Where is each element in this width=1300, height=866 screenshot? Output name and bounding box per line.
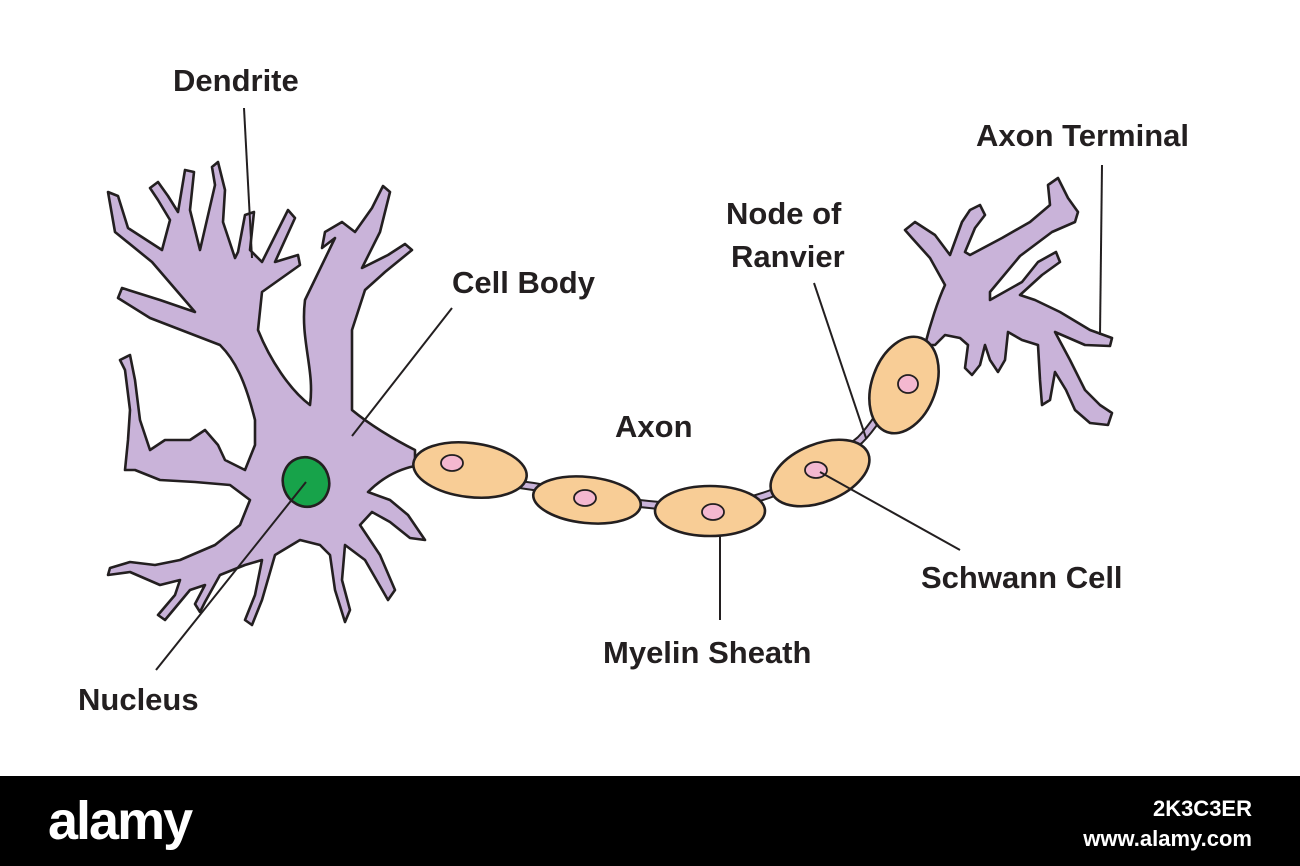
dendrite-leader-line [243,107,253,259]
node-of-ranvier-label-line1: Node of [726,196,842,231]
schwann-cell-leader-line [819,471,961,551]
axon-terminal-shape [903,176,1114,427]
image-reference: 2K3C3ER www.alamy.com [1083,794,1252,854]
dendrite-label: Dendrite [173,63,299,98]
axon-terminal-label: Axon Terminal [976,118,1189,153]
stock-footer: alamy 2K3C3ER www.alamy.com [0,776,1300,866]
nucleus-label: Nucleus [78,682,199,717]
node-of-ranvier-label-line2: Ranvier [731,239,845,274]
axon-label: Axon [615,409,693,444]
axon-terminal-leader-line [1099,164,1103,336]
brand-logo: alamy [48,791,193,851]
myelin-sheath-label: Myelin Sheath [603,635,811,670]
myelin-sheath-segment [412,441,528,499]
myelin-sheath-segment [868,335,940,435]
cell-body-label: Cell Body [452,265,596,300]
node-of-ranvier-leader-line [813,282,867,439]
site-url: www.alamy.com [1083,826,1252,851]
nucleus-leader-line [155,481,307,671]
myelin-sheath-segment [531,475,643,525]
schwann-cell-label: Schwann Cell [921,560,1123,595]
myelin-sheath-segment [653,484,767,538]
cell-body-shape [106,160,427,627]
image-id: 2K3C3ER [1152,796,1252,821]
neuron-diagram: Dendrite Cell Body Axon Node of Ranvier … [78,63,1189,717]
cell-body-leader-line [351,307,453,437]
